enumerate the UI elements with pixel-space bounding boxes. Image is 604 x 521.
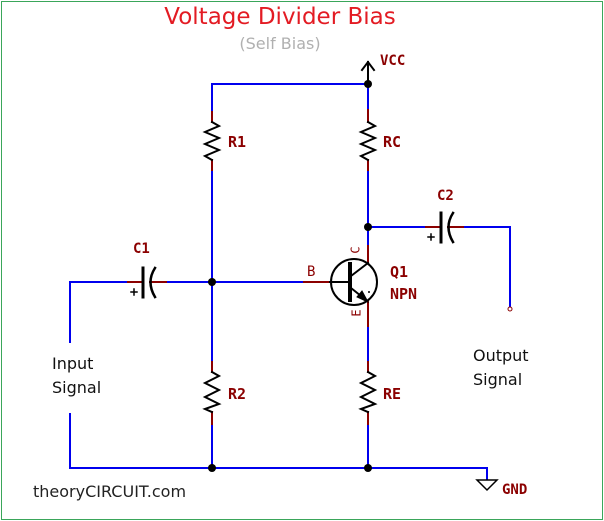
resistor-re	[358, 370, 378, 414]
output-signal-label: Output Signal	[473, 344, 529, 392]
label-re: RE	[383, 385, 402, 403]
transistor-q1	[329, 258, 378, 306]
label-c2: C2	[437, 188, 454, 204]
label-rc: RC	[383, 133, 402, 151]
resistor-r2	[202, 370, 222, 414]
input-signal-line-1: Input	[52, 354, 94, 373]
footer-watermark: theoryCIRCUIT.com	[33, 482, 187, 501]
junction-dot-gnd-right	[364, 464, 372, 472]
label-c1: C1	[133, 241, 150, 257]
junction-dot-collector	[364, 223, 372, 231]
label-vcc: VCC	[380, 53, 406, 69]
junction-dot-vcc	[364, 80, 372, 88]
diagram-title: Voltage Divider Bias	[164, 4, 396, 30]
resistor-r1	[202, 120, 222, 162]
output-terminal-icon	[507, 306, 513, 312]
wire-input-top	[69, 281, 129, 343]
label-q1-type: NPN	[390, 285, 418, 303]
wires	[69, 83, 511, 481]
label-collector-pin: C	[348, 246, 363, 254]
diagram-subtitle: (Self Bias)	[239, 34, 321, 53]
input-signal-label: Input Signal	[52, 352, 101, 400]
resistor-rc	[358, 120, 378, 162]
c2-plus-icon	[427, 233, 435, 241]
label-r2: R2	[228, 385, 247, 403]
input-signal-line-2: Signal	[52, 378, 102, 397]
output-signal-line-2: Signal	[473, 370, 523, 389]
label-q1: Q1	[390, 263, 409, 281]
capacitor-c2	[439, 211, 455, 244]
ground-icon	[475, 479, 499, 492]
leads	[127, 109, 464, 425]
label-emitter-pin: E	[349, 309, 364, 317]
wire-top-rail	[211, 83, 369, 113]
c1-plus-icon	[130, 288, 138, 296]
output-signal-line-1: Output	[473, 346, 529, 365]
label-base-pin: B	[307, 264, 316, 280]
capacitor-c1	[141, 266, 157, 299]
label-gnd: GND	[502, 482, 528, 498]
emitter-arrow-icon	[356, 290, 370, 304]
junction-dot-gnd-left	[208, 464, 216, 472]
junction-dot-base	[208, 278, 216, 286]
label-r1: R1	[228, 133, 247, 151]
wire-output	[462, 226, 511, 307]
wire-ground-rail	[69, 413, 488, 481]
